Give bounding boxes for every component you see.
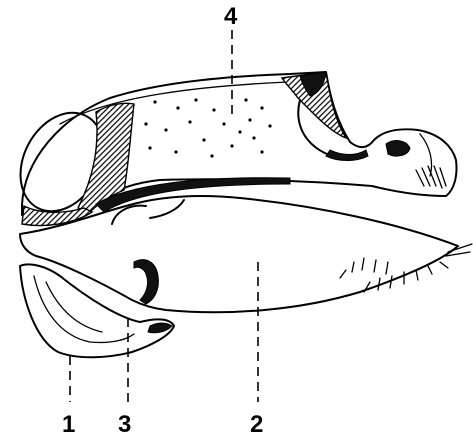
upper-plate	[4, 72, 456, 226]
claw	[134, 260, 158, 304]
tail-bristles	[340, 244, 472, 292]
upper-plate-inner-edge	[60, 82, 288, 124]
claw-tip	[148, 323, 172, 333]
lower-eye-band	[22, 206, 92, 226]
label-2: 2	[250, 411, 263, 438]
mandible-inner-2	[46, 282, 102, 332]
rear-inner-shade	[326, 150, 368, 161]
lower-lobe	[20, 196, 472, 357]
label-4: 4	[224, 3, 238, 30]
label-1: 1	[62, 411, 75, 438]
number-labels: 4 1 3 2	[62, 3, 263, 438]
mandible-inner-1	[34, 276, 134, 343]
hook-lower	[150, 200, 184, 218]
bulb-spot	[386, 141, 410, 156]
stipple-dots	[144, 98, 271, 157]
label-3: 3	[118, 411, 131, 438]
